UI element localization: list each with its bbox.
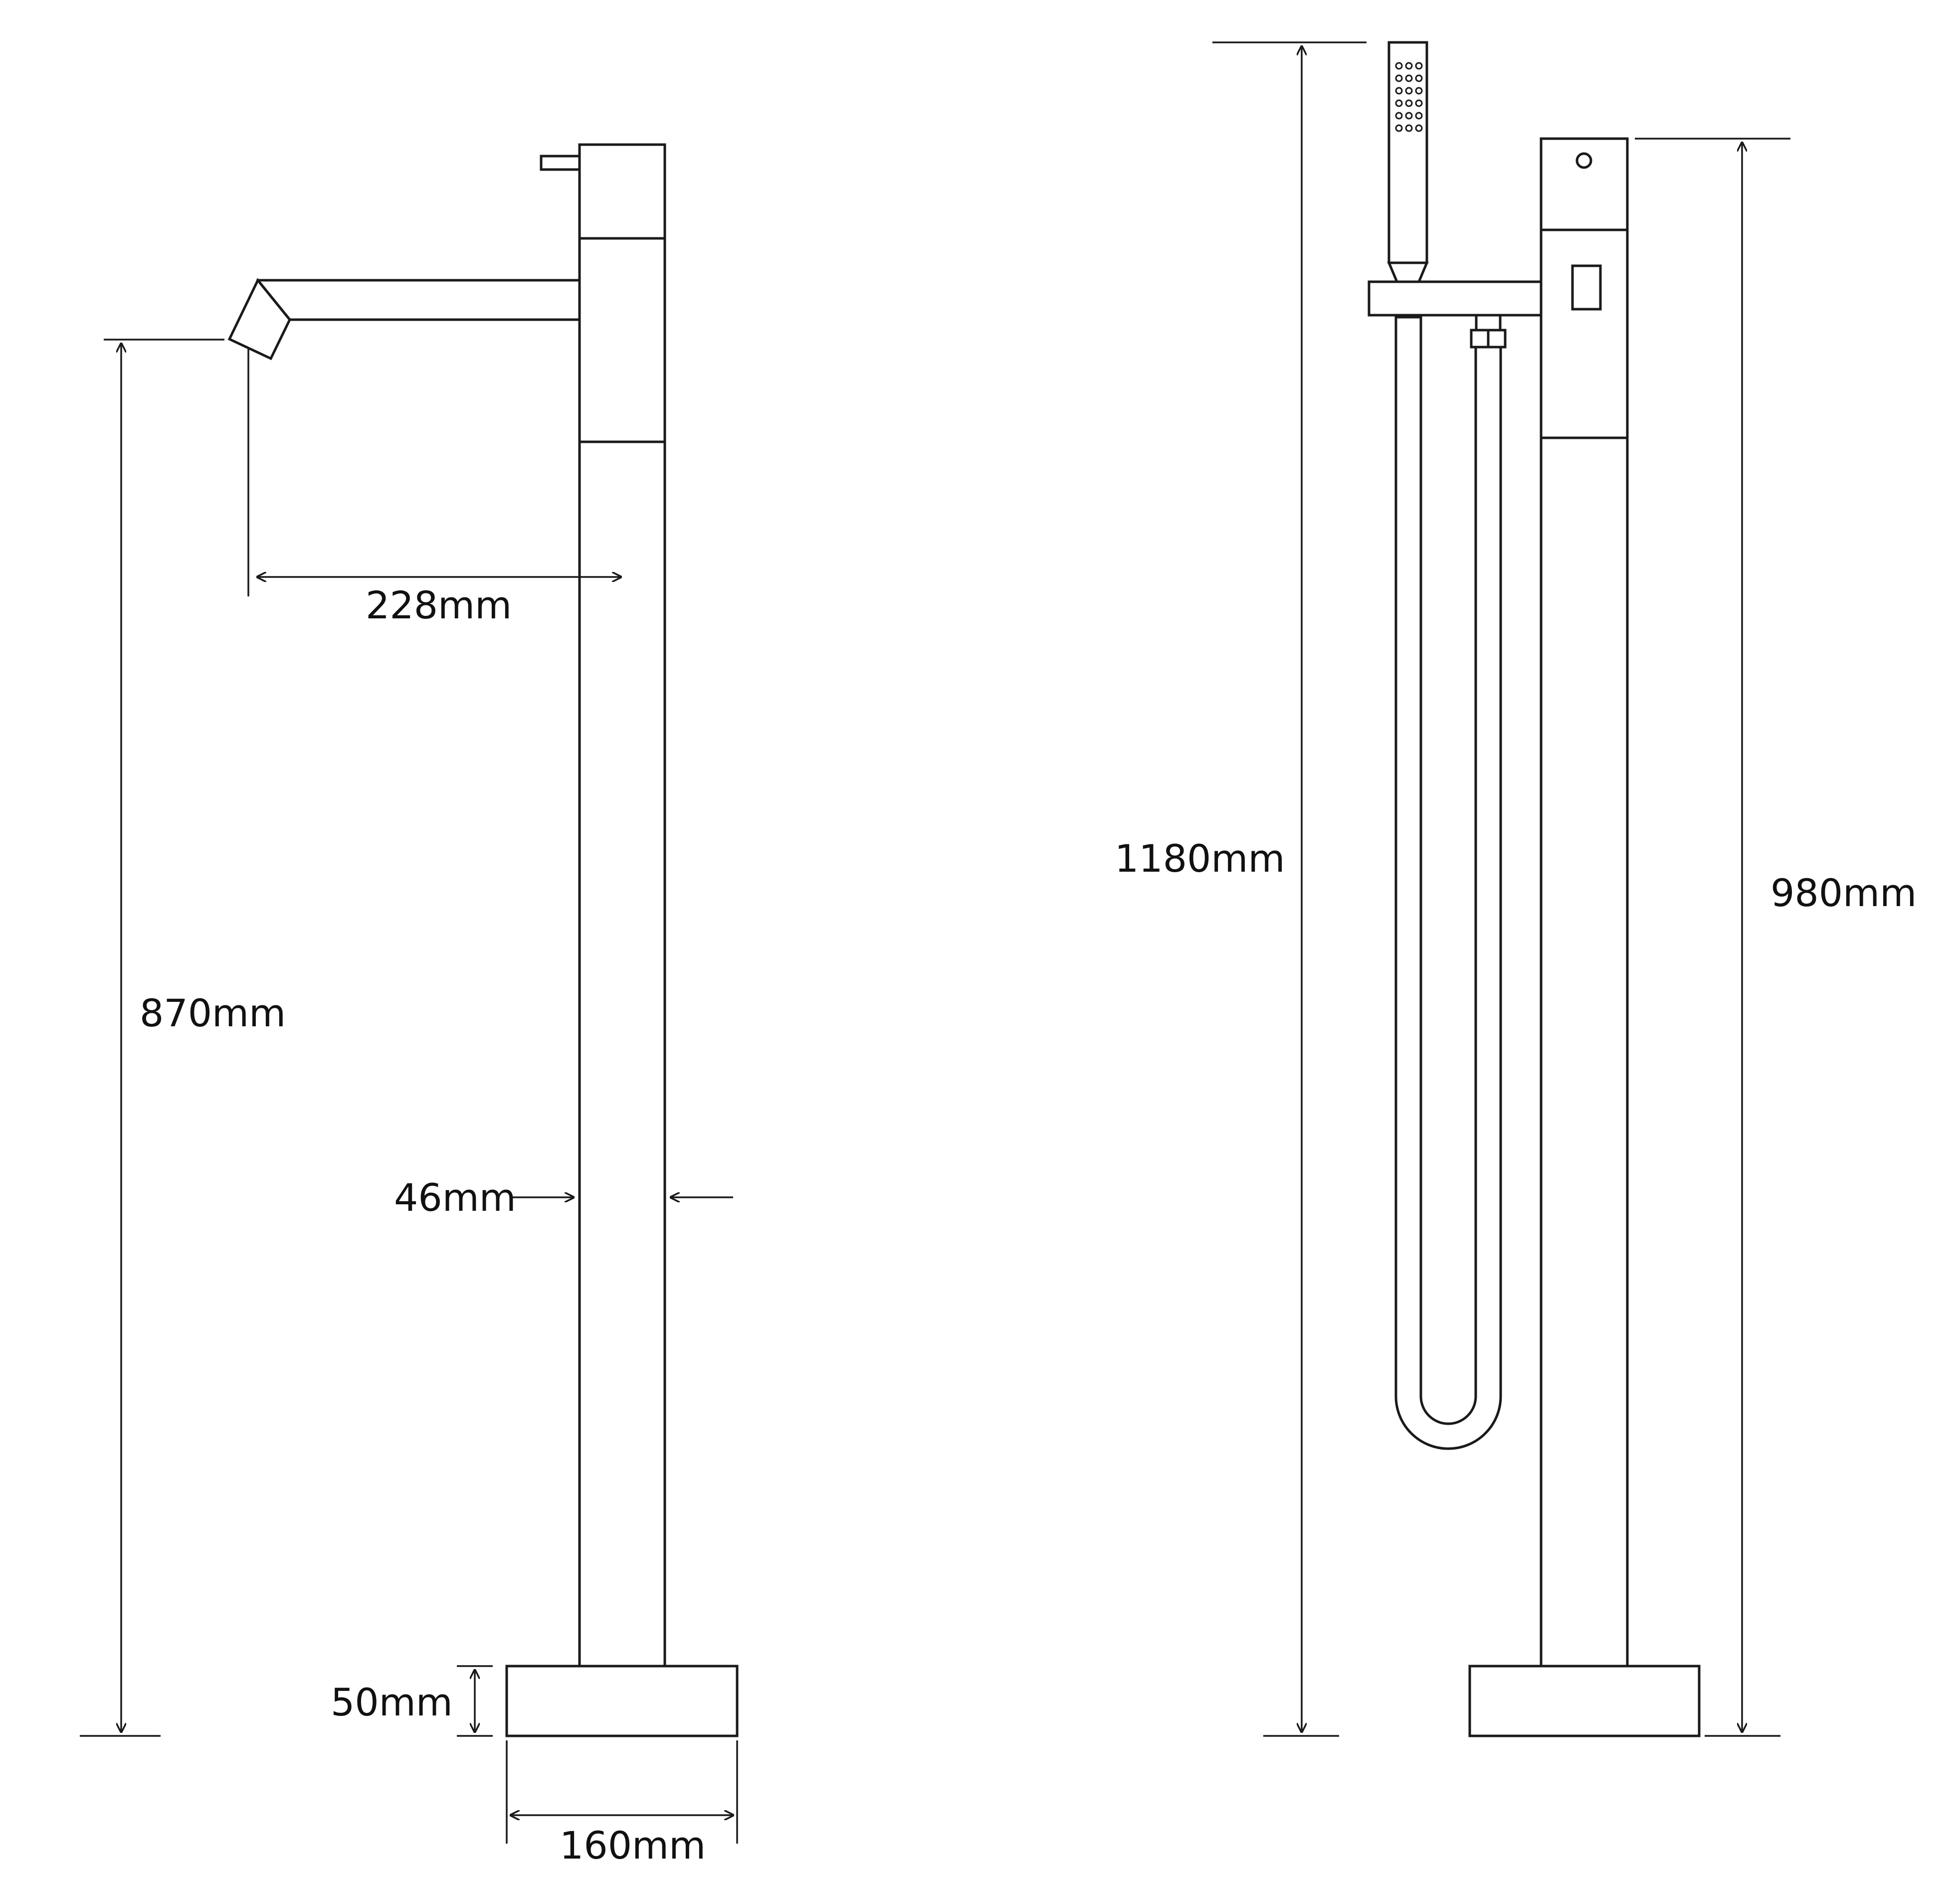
spray-hole	[1395, 124, 1403, 132]
spray-hole	[1415, 87, 1423, 95]
floor-base	[505, 1665, 739, 1737]
hose-outer	[1394, 316, 1502, 1450]
hose-connector-nut	[1475, 314, 1502, 332]
riser-pipe	[1540, 436, 1629, 1668]
spray-hole	[1405, 62, 1413, 70]
spray-hole	[1415, 124, 1423, 132]
spout-arm	[256, 278, 581, 322]
body-height-label: 980mm	[1770, 871, 1917, 915]
hand-shower	[1387, 41, 1429, 283]
hand-shower-neck	[1387, 261, 1429, 283]
left-faucet-view: 870mm 228mm 46mm 50mm 160mm	[80, 143, 739, 1868]
spray-hole	[1395, 112, 1403, 120]
diverter-button	[1571, 264, 1602, 311]
spray-hole	[1395, 62, 1403, 70]
spray-hole	[1405, 124, 1413, 132]
spray-holes-icon	[1395, 62, 1423, 132]
valve-body	[578, 237, 666, 443]
overall-height-label: 1180mm	[1115, 836, 1285, 881]
spout-height-label: 870mm	[140, 991, 286, 1035]
base-width-label: 160mm	[560, 1823, 706, 1868]
riser-pipe	[578, 440, 666, 1668]
hose-connector-right	[1487, 329, 1507, 349]
spray-hole	[1395, 74, 1403, 82]
spray-hole	[1415, 62, 1423, 70]
right-faucet-view: 1180mm 980mm	[1115, 41, 1917, 1737]
shower-holder-bracket	[1368, 280, 1543, 317]
valve-body	[1540, 228, 1629, 439]
spray-hole	[1415, 112, 1423, 120]
spray-hole	[1395, 99, 1403, 107]
hose-connector-left	[1470, 329, 1490, 349]
spray-hole	[1415, 74, 1423, 82]
spout-outlet	[227, 278, 291, 361]
spout-reach-label: 228mm	[366, 583, 512, 627]
top-cap	[578, 143, 666, 240]
spray-hole	[1415, 99, 1423, 107]
spray-hole	[1405, 87, 1413, 95]
lever-handle	[540, 155, 581, 171]
spray-hole	[1405, 112, 1413, 120]
floor-base	[1468, 1665, 1701, 1737]
spray-hole	[1405, 74, 1413, 82]
spray-hole	[1405, 99, 1413, 107]
pipe-width-label: 46mm	[394, 1175, 516, 1220]
indicator-icon	[1575, 152, 1592, 169]
top-cap	[1540, 137, 1629, 231]
base-height-label: 50mm	[331, 1680, 453, 1724]
spray-hole	[1395, 87, 1403, 95]
hose-inner	[1419, 316, 1477, 1425]
